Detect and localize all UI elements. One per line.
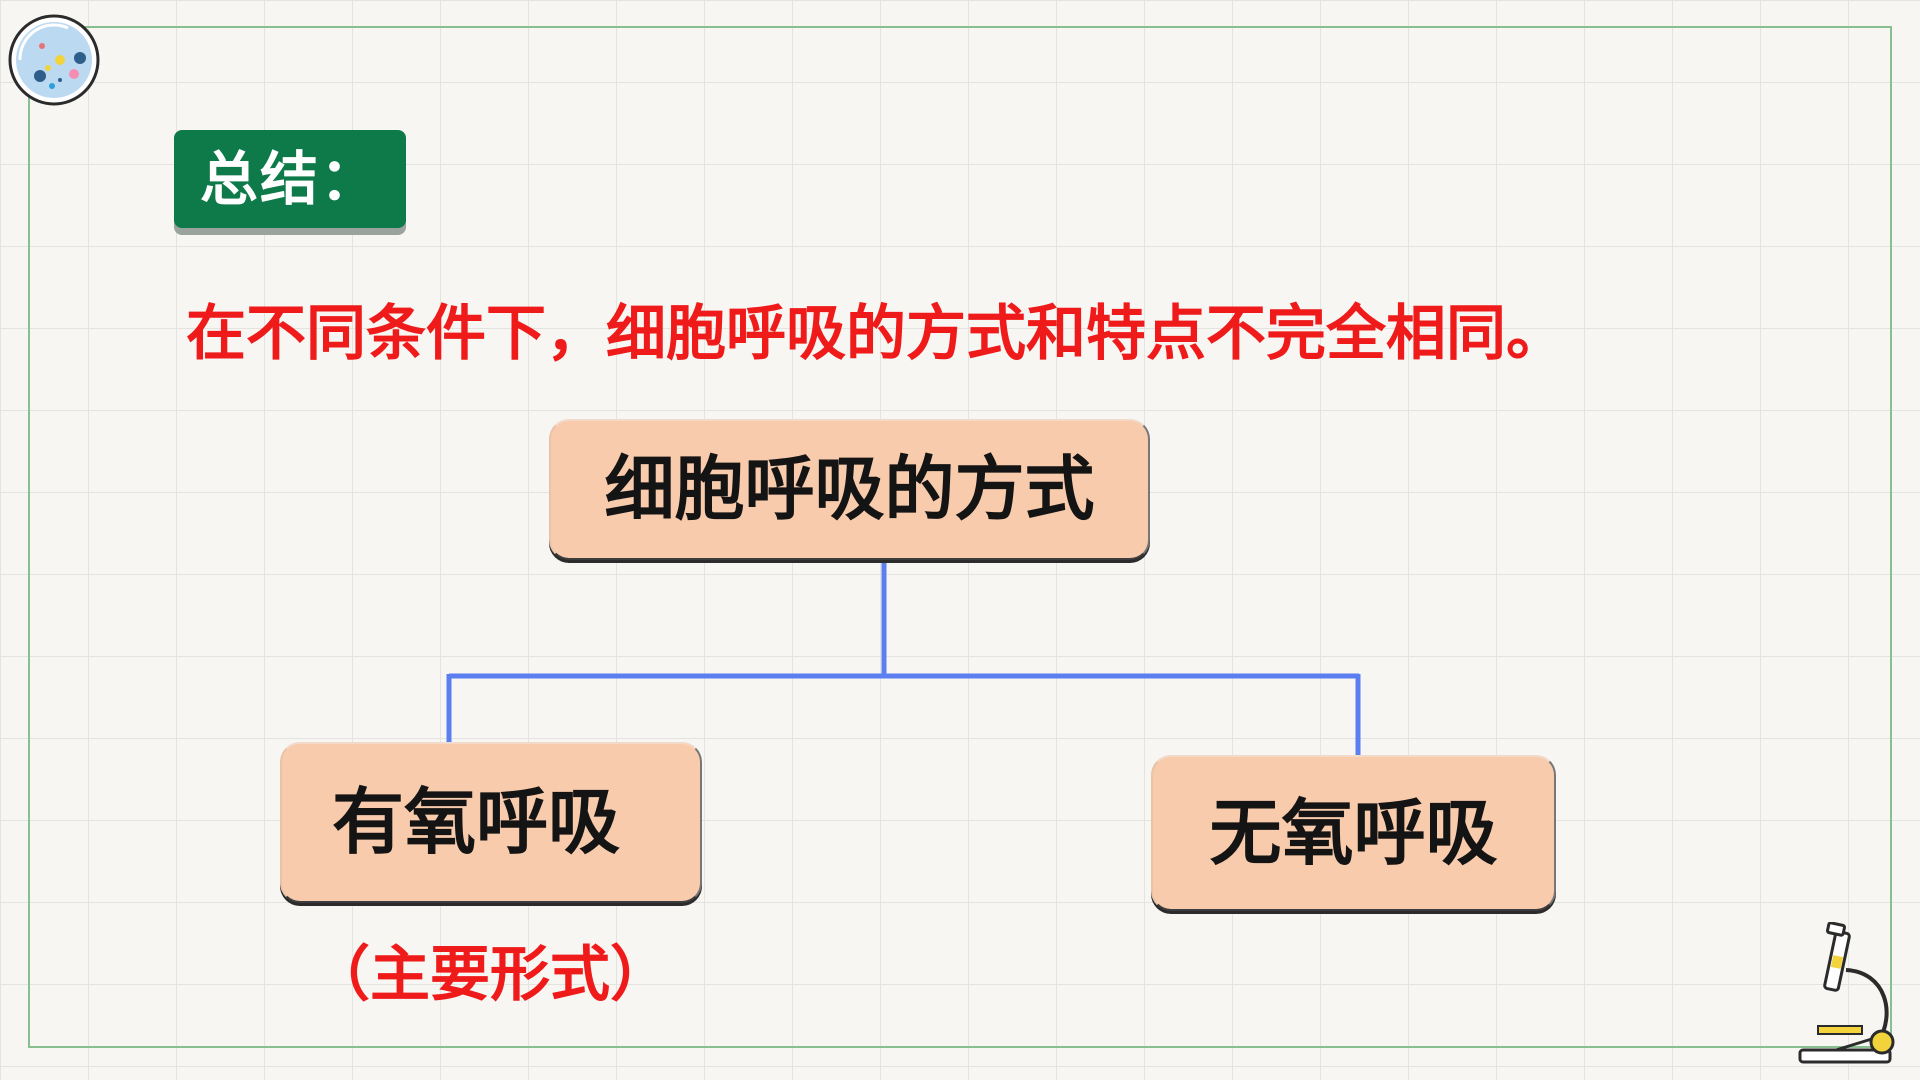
node-anaerobic-respiration: 无氧呼吸 xyxy=(1151,755,1556,911)
summary-tag: 总结： xyxy=(174,130,406,228)
aerobic-note: （主要形式） xyxy=(310,940,670,1010)
node-cellular-respiration: 细胞呼吸的方式 xyxy=(549,419,1150,560)
headline-text: 在不同条件下，细胞呼吸的方式和特点不完全相同。 xyxy=(186,299,1566,369)
microscope-icon xyxy=(1798,922,1895,1064)
slide-frame xyxy=(28,26,1892,1048)
node-aerobic-respiration: 有氧呼吸 xyxy=(280,742,702,903)
petri-dish-icon xyxy=(8,14,100,106)
